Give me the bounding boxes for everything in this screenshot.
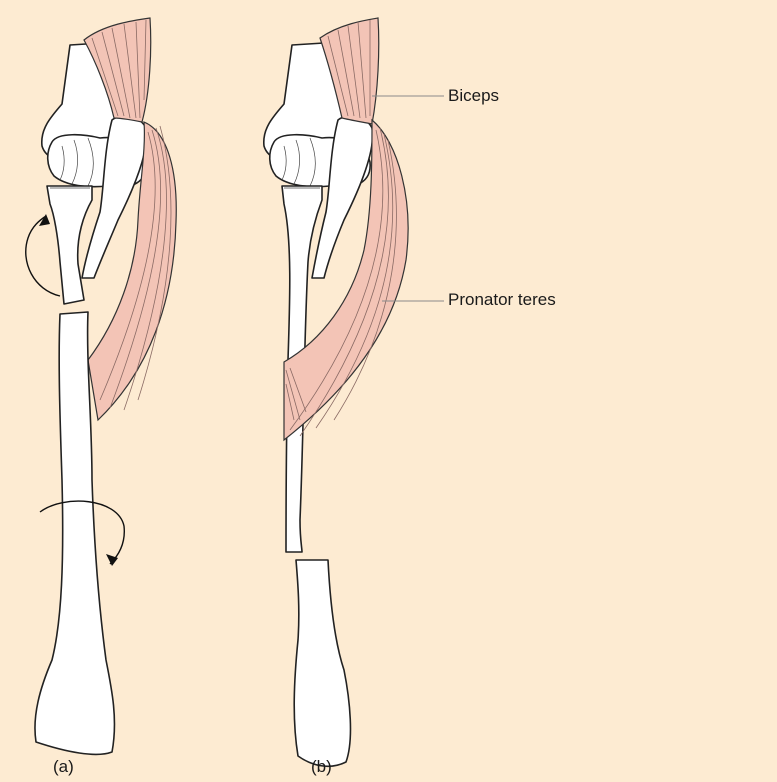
panel-a-drawing [26, 18, 176, 754]
panel-b-label: (b) [311, 757, 332, 777]
panel-b-drawing [264, 18, 408, 766]
radius-proximal-fragment-a [47, 186, 92, 304]
panel-a-label: (a) [53, 757, 74, 777]
radius-distal-b [294, 560, 350, 766]
pronator-teres-label: Pronator teres [448, 290, 556, 310]
rotation-arrow-upper [26, 216, 60, 296]
biceps-label: Biceps [448, 86, 499, 106]
